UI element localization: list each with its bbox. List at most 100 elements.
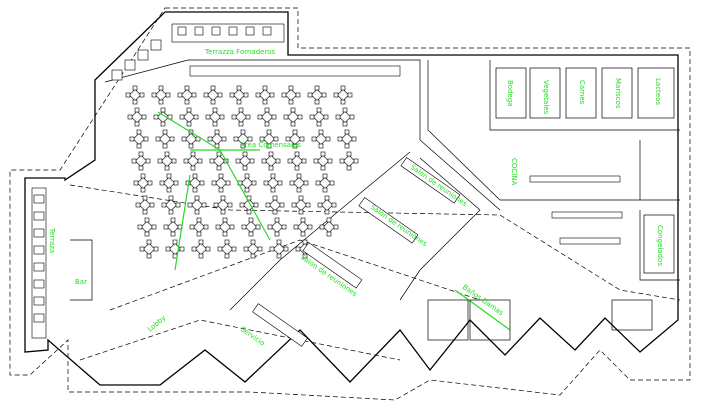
dining-table [269,239,289,259]
dining-table [179,107,199,127]
dining-table [165,239,185,259]
dining-table [191,239,211,259]
cold-rooms [495,67,675,274]
inner-wall [639,210,680,281]
dining-table [283,107,303,127]
label-terraza: Terraza [48,227,56,253]
dining-table [161,195,181,215]
dining-table [261,151,281,171]
dining-table [177,85,197,105]
building-wall [24,11,679,386]
circulation-line [79,319,401,361]
restroom-fixtures [427,299,653,341]
dining-table [217,239,237,259]
circulation-line [69,184,501,216]
dining-table [137,217,157,237]
label-salon-4: Servicio [239,325,266,347]
inner-wall [229,151,411,311]
dining-table [259,129,279,149]
terrace-left-tables [111,39,162,81]
dining-table [205,107,225,127]
dining-table [153,107,173,127]
dining-table [265,195,285,215]
dining-table [151,85,171,105]
dining-table [215,217,235,237]
left-terrace-tables [31,187,47,339]
label-lobby: Lobby [146,314,167,334]
dining-table [307,85,327,105]
dining-table [131,151,151,171]
circulation-line [499,214,681,301]
dining-table [209,151,229,171]
dining-table [241,217,261,237]
dining-table [311,129,331,149]
dining-table [139,239,159,259]
label-area-comensales: Area Comensales [240,141,301,149]
dining-table [293,217,313,237]
bar-counter [70,239,93,301]
dining-table [127,107,147,127]
dining-table [239,195,259,215]
dining-table [309,107,329,127]
dining-table [313,151,333,171]
plant-line [174,174,191,271]
label-lacteos: Lacteos [654,78,662,105]
meeting-room-tables [252,157,461,347]
inner-wall [639,140,680,201]
circulation-line [109,239,481,311]
dining-table [267,217,287,237]
kitchen-counters [529,175,623,245]
dining-table [337,129,357,149]
label-salon-1: Salon de reuniones [409,163,469,208]
top-counter [189,65,401,77]
dining-table [203,85,223,105]
dining-tables [125,85,359,259]
dining-table [287,151,307,171]
label-salon-2: Salon de reuniones [369,203,429,248]
dining-table [319,217,339,237]
dining-table [233,129,253,149]
dining-table [263,173,283,193]
label-terrazza: Terrazza Fornaderos [204,48,275,56]
label-mariscos: Mariscos [614,78,622,109]
site-boundary [9,7,691,401]
dining-table [183,151,203,171]
dining-table [185,173,205,193]
terrace-top-tables [171,23,285,43]
dining-table [339,151,359,171]
dining-table [231,107,251,127]
label-bodega: Bodega [506,80,514,107]
label-cocina: COCINA [510,158,518,186]
dining-table [281,85,301,105]
label-vegetales: Vegetales [542,80,550,115]
dining-table [257,107,277,127]
inner-wall [427,60,640,201]
label-carnes: Carnes [578,80,586,105]
dining-table [237,173,257,193]
dining-table [335,107,355,127]
dining-table [129,129,149,149]
dining-table [155,129,175,149]
dining-table [163,217,183,237]
plant-line [454,289,511,331]
dining-table [235,151,255,171]
dining-table [229,85,249,105]
dining-table [317,195,337,215]
dining-table [189,217,209,237]
dining-table [285,129,305,149]
inner-wall [399,157,481,301]
dining-table [135,195,155,215]
dining-table [291,195,311,215]
dining-table [289,173,309,193]
dining-table [213,195,233,215]
label-bar: Bar [75,278,87,286]
label-congelados: Congelados [656,225,664,266]
dining-table [187,195,207,215]
dining-table [125,85,145,105]
dining-table [133,173,153,193]
dining-table [333,85,353,105]
dining-table [207,129,227,149]
inner-wall [104,59,501,211]
dining-table [157,151,177,171]
